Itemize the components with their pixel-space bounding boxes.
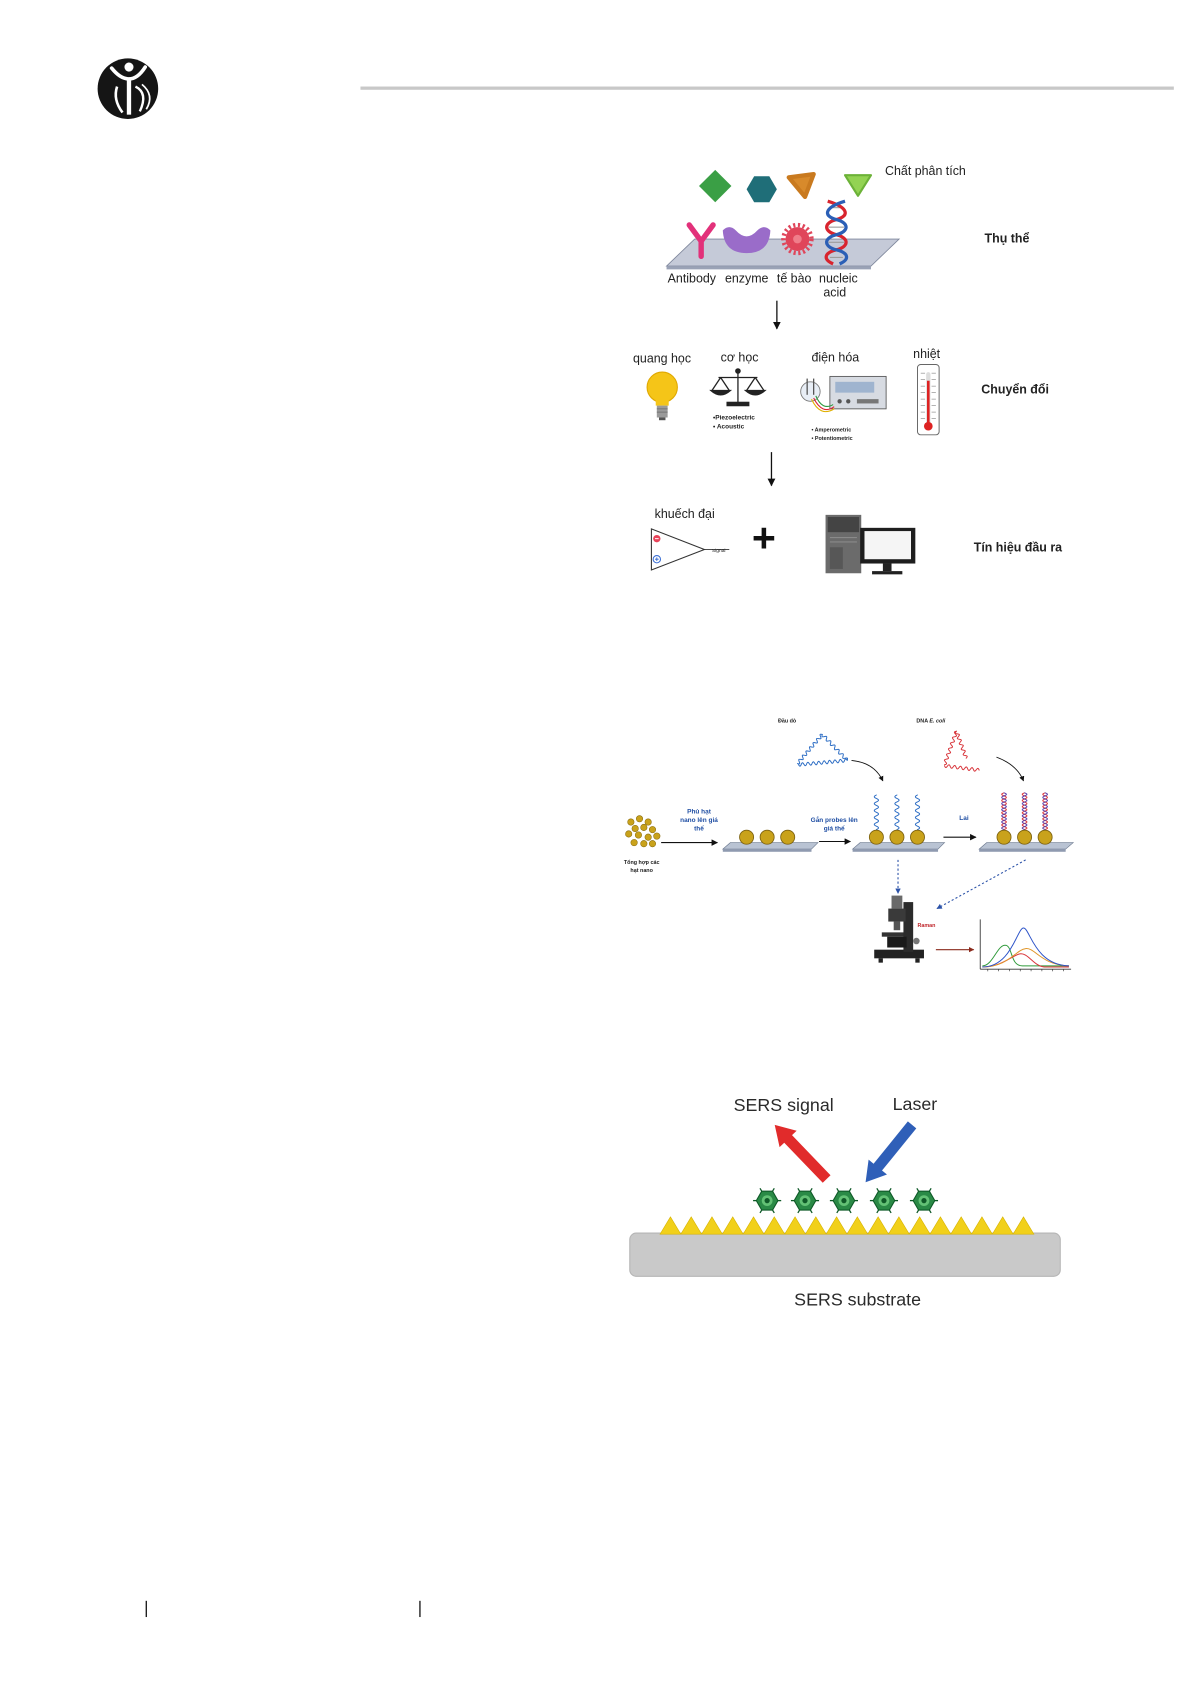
sers-signal-arrow <box>774 1124 831 1183</box>
amplifier-label: khuếch đại <box>655 507 715 521</box>
step-coat-label-line3: thể <box>694 825 704 833</box>
molecule-icon <box>869 1187 899 1214</box>
gold-nanostructure-spikes <box>659 1216 1035 1235</box>
raman-label: Raman <box>917 923 935 929</box>
electrochemical-type-potentiometric: • Potentiometric <box>811 436 852 442</box>
target-dna-label: DNA E. coli <box>916 719 945 725</box>
step-attach-label-line1: Gắn probes lên <box>811 815 858 824</box>
analyte-molecules <box>752 1187 939 1214</box>
sers-signal-label: SERS signal <box>734 1095 834 1115</box>
journal-logo-icon <box>97 58 159 119</box>
step-synthesis-label-line1: Tổng hợp các <box>624 859 660 866</box>
raman-microscope-icon <box>874 895 924 963</box>
potentiostat-icon <box>800 375 887 413</box>
figure-dna-sensor: Đầu dò DNA E. coli Tổng hợp các hạt nano… <box>624 719 1075 972</box>
molecule-icon <box>790 1187 820 1214</box>
substrate-coated <box>721 829 819 852</box>
sers-substrate-label: SERS substrate <box>794 1290 921 1310</box>
receptor-platform-edge <box>666 266 871 270</box>
substrate-hybridized <box>978 792 1075 852</box>
receptor-antibody-label: Antibody <box>668 271 717 285</box>
laser-arrow <box>865 1121 917 1183</box>
thermometer-icon <box>917 364 940 436</box>
receptor-stage-label: Thụ thể <box>985 231 1030 245</box>
computer-icon <box>825 514 916 575</box>
target-curved-arrow <box>996 756 1025 782</box>
raman-spectrum-plot <box>979 919 1072 972</box>
balance-scale-icon <box>709 368 767 407</box>
step-coat-label-line1: Phủ hạt <box>687 808 712 815</box>
molecule-icon <box>829 1187 859 1214</box>
transducer-mechanical-label: cơ học <box>721 350 759 364</box>
analyte-hexagon-icon <box>746 176 777 203</box>
receptor-cell-label: tế bào <box>777 271 812 285</box>
receptor-nucleic-acid-label-line2: acid <box>823 285 846 299</box>
analyte-orange-triangle-icon <box>786 171 816 200</box>
probe-curved-arrow <box>851 759 884 782</box>
receptor-nucleic-acid-label-line1: nucleic <box>819 271 858 285</box>
molecule-icon <box>909 1187 939 1214</box>
probe-dna-icon <box>796 733 848 767</box>
sers-substrate <box>629 1232 1061 1277</box>
step-synthesis-label-line2: hạt nano <box>630 868 653 874</box>
figure-sers: SERS signal Laser SERS substrate <box>629 1094 1061 1310</box>
transducer-optical-label: quang học <box>633 351 691 365</box>
step-coat-label-line2: nano lên giá <box>680 817 718 824</box>
target-dna-icon <box>943 730 980 772</box>
mechanical-type-piezoelectric: •Piezoelectric <box>713 415 755 422</box>
nanoparticle-cluster-icon <box>625 815 661 848</box>
substrate-with-probes <box>851 794 946 852</box>
mechanical-type-acoustic: • Acoustic <box>713 423 745 430</box>
enzyme-icon <box>722 227 771 254</box>
probe-label: Đầu dò <box>778 719 797 725</box>
step-hybridize-label: Lai <box>959 815 969 822</box>
receptor-enzyme-label: enzyme <box>725 271 769 285</box>
dashed-arrow-hybridized <box>936 859 1026 910</box>
transducer-stage-label: Chuyển đổi <box>981 383 1049 397</box>
figure-biosensor: Chất phân tích Antibody enzyme tế bào nu… <box>633 164 1062 575</box>
transducer-electrochemical-label: điện hóa <box>811 350 859 364</box>
cell-icon <box>781 222 814 256</box>
light-bulb-icon <box>646 371 678 421</box>
dna-helix-icon <box>824 199 849 266</box>
antibody-icon <box>686 222 716 260</box>
plus-sign: + <box>752 515 776 561</box>
electrochemical-type-amperometric: • Amperometric <box>811 428 851 434</box>
header-rule <box>360 86 1174 90</box>
analyte-green-triangle-icon <box>843 174 873 197</box>
molecule-icon <box>752 1187 782 1214</box>
output-stage-label: Tín hiệu đầu ra <box>974 541 1062 555</box>
step-attach-label-line2: giá thể <box>824 825 845 833</box>
laser-label: Laser <box>893 1094 938 1114</box>
transducer-thermal-label: nhiệt <box>913 347 940 361</box>
analyte-label: Chất phân tích <box>885 164 966 178</box>
analyte-diamond-icon <box>699 169 732 203</box>
amplifier-signal-label: Signal <box>712 548 726 554</box>
analytes <box>699 169 873 203</box>
amplifier-icon <box>650 528 730 571</box>
